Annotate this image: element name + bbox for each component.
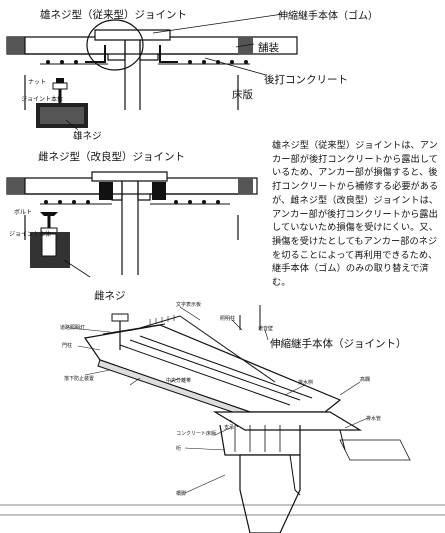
pier-label: 橋脚 xyxy=(176,491,187,497)
sign-light-label: 道路照明灯 xyxy=(60,325,86,331)
bearing-label: 支承 xyxy=(224,425,235,431)
concrete-slab-label: コンクリート床版 xyxy=(176,431,217,437)
lighting-pole-label: 照明柱 xyxy=(220,316,236,322)
drain-pipe-label: 排水管 xyxy=(366,416,382,422)
joint-body-label-top: ジョイント本体 xyxy=(21,96,64,103)
bolt-label: ボルト xyxy=(14,209,33,216)
middle-figure-title: 雌ネジ型（改良型）ジョイント xyxy=(38,151,185,163)
median-label: 中央分離帯 xyxy=(166,378,192,384)
top-figure-title: 雄ネジ型（従来型）ジョイント xyxy=(40,9,187,21)
middle-figure-drawing xyxy=(0,140,265,300)
female-screw-label: 雌ネジ xyxy=(94,290,126,302)
pavement-label: 舗装 xyxy=(258,42,279,54)
bridge-figure-drawing xyxy=(0,300,445,533)
rubber-body-label: 伸縮継手本体（ゴム） xyxy=(278,11,378,22)
drain-inlet-label: 排水桝 xyxy=(298,380,314,386)
joint-body-label-mid: ジョイント本体 xyxy=(9,231,52,238)
top-figure-drawing xyxy=(0,0,445,135)
girder-label: 桁 xyxy=(176,446,182,452)
top-figure: 雄ネジ型（従来型）ジョイント 伸縮継手本体（ゴム） 舗装 後打コンクリート 床版… xyxy=(0,0,445,142)
soundproof-wall-label: 遮音壁 xyxy=(258,326,274,332)
bridge-figure-title: 伸縮継手本体（ジョイント） xyxy=(270,338,407,350)
fall-prevention-label: 落下防止装置 xyxy=(64,376,95,382)
concrete-label: 後打コンクリート xyxy=(264,74,348,86)
gate-pillar-label: 門柱 xyxy=(62,343,73,349)
explanation-paragraph: 雄ネジ型（従来型）ジョイントは、アンカー部が後打コンクリートから露出しているため… xyxy=(272,140,439,289)
text-display-label: 文字表示板 xyxy=(176,302,202,308)
nut-label: ナット xyxy=(28,79,47,86)
male-screw-label: 雄ネジ xyxy=(73,131,102,142)
curb-label: 高欄 xyxy=(360,377,371,383)
slab-label: 床版 xyxy=(232,89,253,101)
bridge-figure: 伸縮継手本体（ジョイント） 道路照明灯 文字表示板 照明柱 遮音壁 門柱 排水桝… xyxy=(0,300,445,533)
middle-figure: 雌ネジ型（改良型）ジョイント ボルト ジョイント本体 雌ネジ xyxy=(0,140,265,302)
